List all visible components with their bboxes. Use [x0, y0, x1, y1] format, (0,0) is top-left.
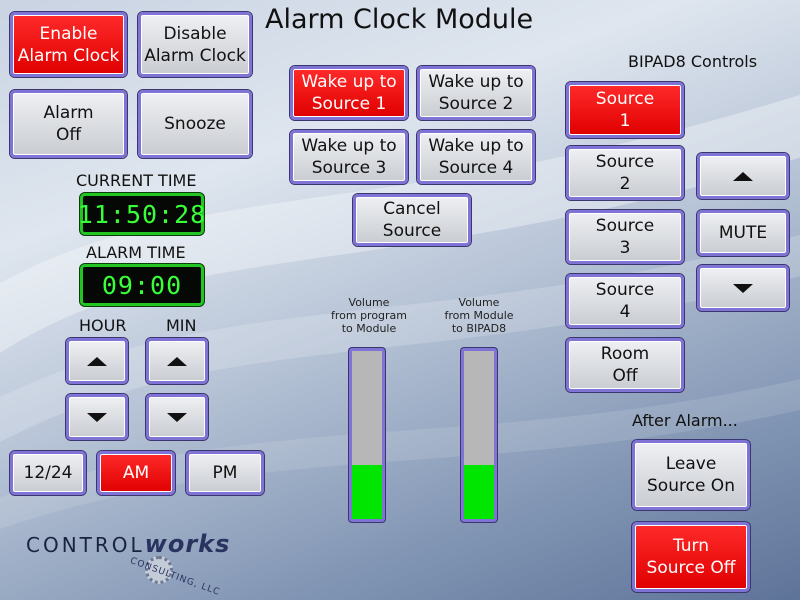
arrow-up-icon	[733, 171, 753, 181]
arrow-down-icon	[733, 283, 753, 293]
current-time-display: 11:50:28	[78, 193, 205, 235]
min-down-button[interactable]	[146, 394, 208, 440]
hour-up-button[interactable]	[66, 338, 128, 384]
min-label: MIN	[166, 316, 197, 335]
bipad-source-1-button[interactable]: Source 1	[566, 82, 684, 138]
wake-source-3-button[interactable]: Wake up to Source 3	[290, 130, 408, 184]
volume-program-fill	[352, 465, 382, 519]
controlworks-logo: CONTROLworks	[26, 530, 230, 558]
volume-program-meter	[349, 348, 385, 522]
enable-alarm-button[interactable]: Enable Alarm Clock	[10, 12, 127, 77]
am-button[interactable]: AM	[97, 451, 175, 495]
arrow-up-icon	[87, 356, 107, 366]
mode-12-24-button[interactable]: 12/24	[10, 451, 86, 495]
volume-bipad-meter	[461, 348, 497, 522]
gear-icon	[145, 556, 173, 584]
bipad-source-2-button[interactable]: Source 2	[566, 146, 684, 200]
min-up-button[interactable]	[146, 338, 208, 384]
arrow-down-icon	[87, 412, 107, 422]
room-off-button[interactable]: Room Off	[566, 338, 684, 392]
pm-button[interactable]: PM	[186, 451, 264, 495]
volume-bipad-fill	[464, 465, 494, 519]
logo-works: works	[144, 530, 231, 558]
disable-alarm-button[interactable]: Disable Alarm Clock	[138, 12, 252, 77]
volume-up-button[interactable]	[697, 153, 789, 199]
current-time-label: CURRENT TIME	[76, 171, 197, 190]
bipad-source-3-button[interactable]: Source 3	[566, 210, 684, 264]
leave-source-on-button[interactable]: Leave Source On	[632, 440, 750, 510]
alarm-time-label: ALARM TIME	[86, 243, 186, 262]
page-title: Alarm Clock Module	[265, 4, 534, 35]
snooze-button[interactable]: Snooze	[138, 90, 252, 158]
wake-source-4-button[interactable]: Wake up to Source 4	[417, 130, 535, 184]
logo-control: CONTROL	[26, 533, 145, 557]
wake-source-1-button[interactable]: Wake up to Source 1	[290, 66, 408, 120]
mute-button[interactable]: MUTE	[697, 210, 789, 256]
cancel-source-button[interactable]: Cancel Source	[353, 194, 471, 246]
hour-label: HOUR	[79, 316, 127, 335]
hour-down-button[interactable]	[66, 394, 128, 440]
arrow-up-icon	[167, 356, 187, 366]
arrow-down-icon	[167, 412, 187, 422]
turn-source-off-button[interactable]: Turn Source Off	[632, 522, 750, 592]
alarm-off-button[interactable]: Alarm Off	[10, 90, 127, 158]
after-alarm-heading: After Alarm...	[632, 411, 738, 430]
volume-down-button[interactable]	[697, 265, 789, 311]
volume-program-label: Volume from program to Module	[330, 296, 408, 335]
volume-bipad-label: Volume from Module to BIPAD8	[444, 296, 514, 335]
bipad-heading: BIPAD8 Controls	[628, 52, 758, 71]
logo-consulting: CONSULTING, LLC	[128, 556, 222, 598]
bipad-source-4-button[interactable]: Source 4	[566, 274, 684, 328]
wake-source-2-button[interactable]: Wake up to Source 2	[417, 66, 535, 120]
alarm-time-display: 09:00	[80, 264, 204, 306]
